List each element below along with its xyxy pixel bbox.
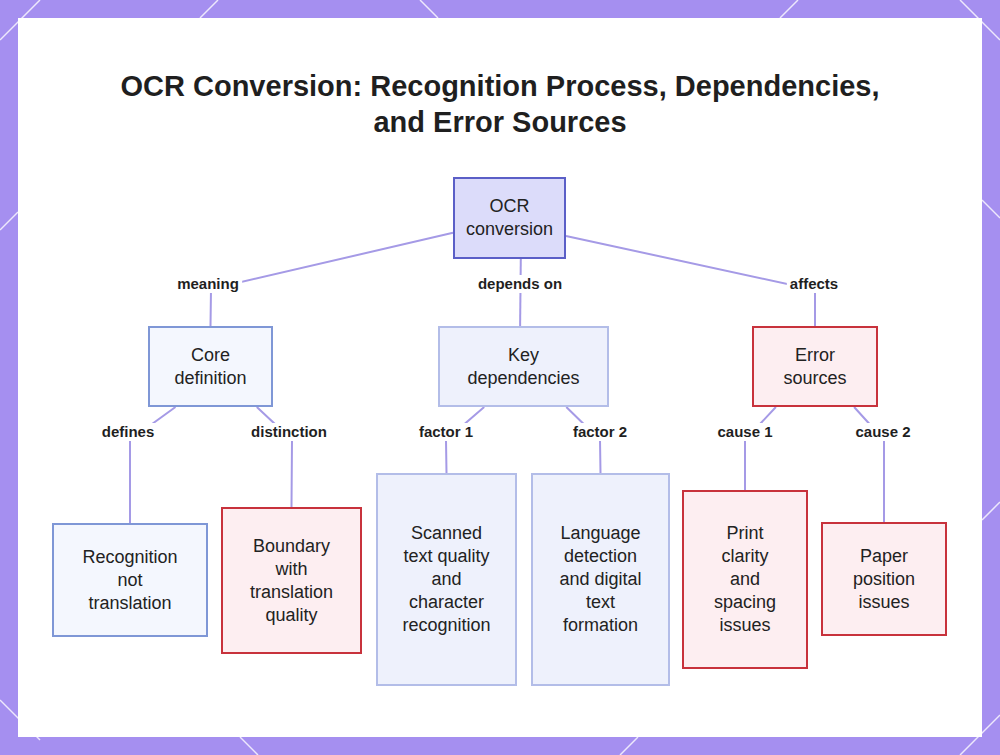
connector-line (566, 236, 815, 326)
edge-label: factor 1 (416, 423, 476, 441)
edge-label: factor 2 (570, 423, 630, 441)
box-text: Language detection and digital text form… (558, 522, 644, 637)
concept-box: Recognition not translation (52, 523, 208, 637)
edge-label: cause 2 (852, 423, 913, 441)
concept-box: Print clarity and spacing issues (682, 490, 808, 669)
edge-label: depends on (475, 275, 565, 293)
box-text: Key dependencies (466, 344, 581, 390)
edge-label: affects (787, 275, 841, 293)
diagram-title: OCR Conversion: Recognition Process, Dep… (100, 68, 900, 140)
box-text: Scanned text quality and character recog… (397, 522, 497, 637)
concept-box: Paper position issues (821, 522, 947, 636)
edge-label: distinction (248, 423, 330, 441)
box-text: Error sources (780, 344, 850, 390)
box-text: OCR conversion (465, 195, 555, 241)
box-text: Recognition not translation (75, 546, 185, 615)
box-text: Paper position issues (844, 545, 924, 614)
connector-line (745, 407, 776, 490)
concept-box: Language detection and digital text form… (531, 473, 670, 686)
box-text: Core definition (166, 344, 256, 390)
edge-label: cause 1 (714, 423, 775, 441)
concept-box: Core definition (148, 326, 273, 407)
concept-box: Boundary with translation quality (221, 507, 362, 654)
concept-box: Scanned text quality and character recog… (376, 473, 517, 686)
box-text: Print clarity and spacing issues (708, 522, 783, 637)
edge-label: meaning (174, 275, 242, 293)
box-text: Boundary with translation quality (242, 535, 342, 627)
connector-line (257, 407, 292, 507)
concept-box: Key dependencies (438, 326, 609, 407)
connector-line (211, 233, 454, 326)
concept-box: Error sources (752, 326, 878, 407)
edge-label: defines (99, 423, 158, 441)
concept-box: OCR conversion (453, 177, 566, 259)
